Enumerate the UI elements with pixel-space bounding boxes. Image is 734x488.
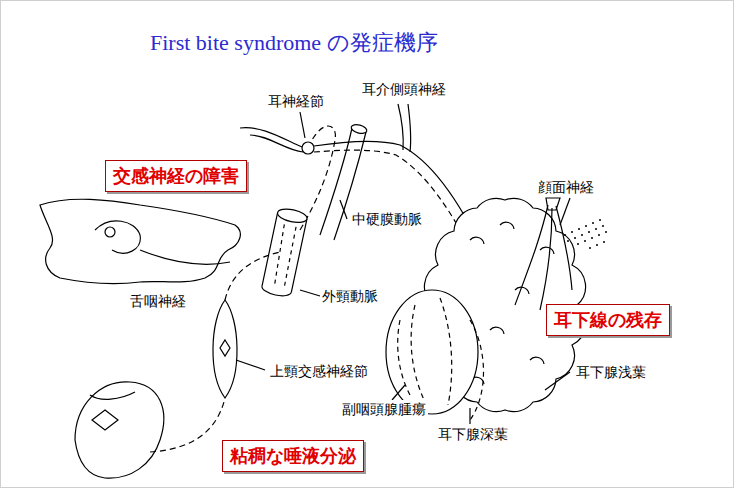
leader-line — [300, 290, 320, 296]
part-label: 中硬膜動脈 — [350, 210, 424, 228]
facial-nerve — [515, 205, 572, 310]
part-label: 耳介側頭神経 — [360, 80, 448, 98]
leader-line — [469, 408, 470, 424]
artery-wall — [262, 213, 307, 293]
parotid-deep-lobe — [470, 320, 484, 420]
leader-line — [340, 200, 347, 219]
parapharyngeal-tumor — [386, 290, 478, 414]
part-label: 外頸動脈 — [320, 287, 380, 305]
leader-line — [392, 385, 405, 400]
part-label: 耳下腺深葉 — [436, 425, 510, 443]
leader-line — [545, 372, 570, 390]
leader-line — [236, 360, 265, 370]
artery-fiber — [272, 224, 297, 285]
external-carotid-artery — [261, 207, 308, 298]
part-label: 副咽頭腺腫瘍 — [340, 400, 428, 418]
part-label: 顔面神経 — [536, 178, 596, 196]
otic-ganglion — [302, 142, 314, 154]
artery-bottom — [261, 286, 292, 298]
callout-text: 粘稠な唾液分泌 — [230, 445, 356, 466]
part-label: 耳神経節 — [266, 92, 326, 110]
part-label: 耳下腺浅葉 — [574, 363, 648, 381]
skull-inner — [95, 221, 140, 253]
facial-nerve-trunk — [546, 198, 560, 210]
meningeal-cap — [350, 123, 368, 135]
artery-cap — [276, 207, 308, 225]
part-label: 舌咽神経 — [128, 292, 188, 310]
diagram-title: First bite syndrome の発症機序 — [150, 28, 438, 58]
skull-outline — [40, 199, 240, 283]
brainstem-fold — [90, 392, 135, 399]
brainstem — [75, 382, 164, 478]
superior-cervical-ganglion — [213, 300, 237, 398]
sympathetic-fiber — [225, 252, 280, 300]
leader-line — [560, 198, 570, 225]
callout-box: 粘稠な唾液分泌 — [222, 440, 364, 472]
temporal-branch — [398, 104, 411, 152]
callout-text: 耳下線の残存 — [554, 309, 662, 330]
ganglion-mark — [220, 340, 230, 356]
sympathetic-fiber — [300, 126, 335, 230]
stippled-tissue — [564, 219, 607, 249]
glossopharyngeal-nerve — [140, 250, 230, 264]
nerve-branch — [250, 135, 303, 152]
nerve-branch — [240, 128, 302, 147]
leader-line — [300, 112, 305, 138]
sympathetic-fiber — [150, 398, 225, 452]
skull-foramen — [105, 227, 115, 237]
tumor-texture — [398, 298, 452, 405]
part-label: 上頸交感神経節 — [268, 362, 370, 380]
callout-box: 耳下線の残存 — [546, 304, 670, 336]
callout-box: 交感神経の障害 — [105, 160, 247, 192]
brainstem-inner — [92, 410, 118, 430]
callout-text: 交感神経の障害 — [113, 165, 239, 186]
